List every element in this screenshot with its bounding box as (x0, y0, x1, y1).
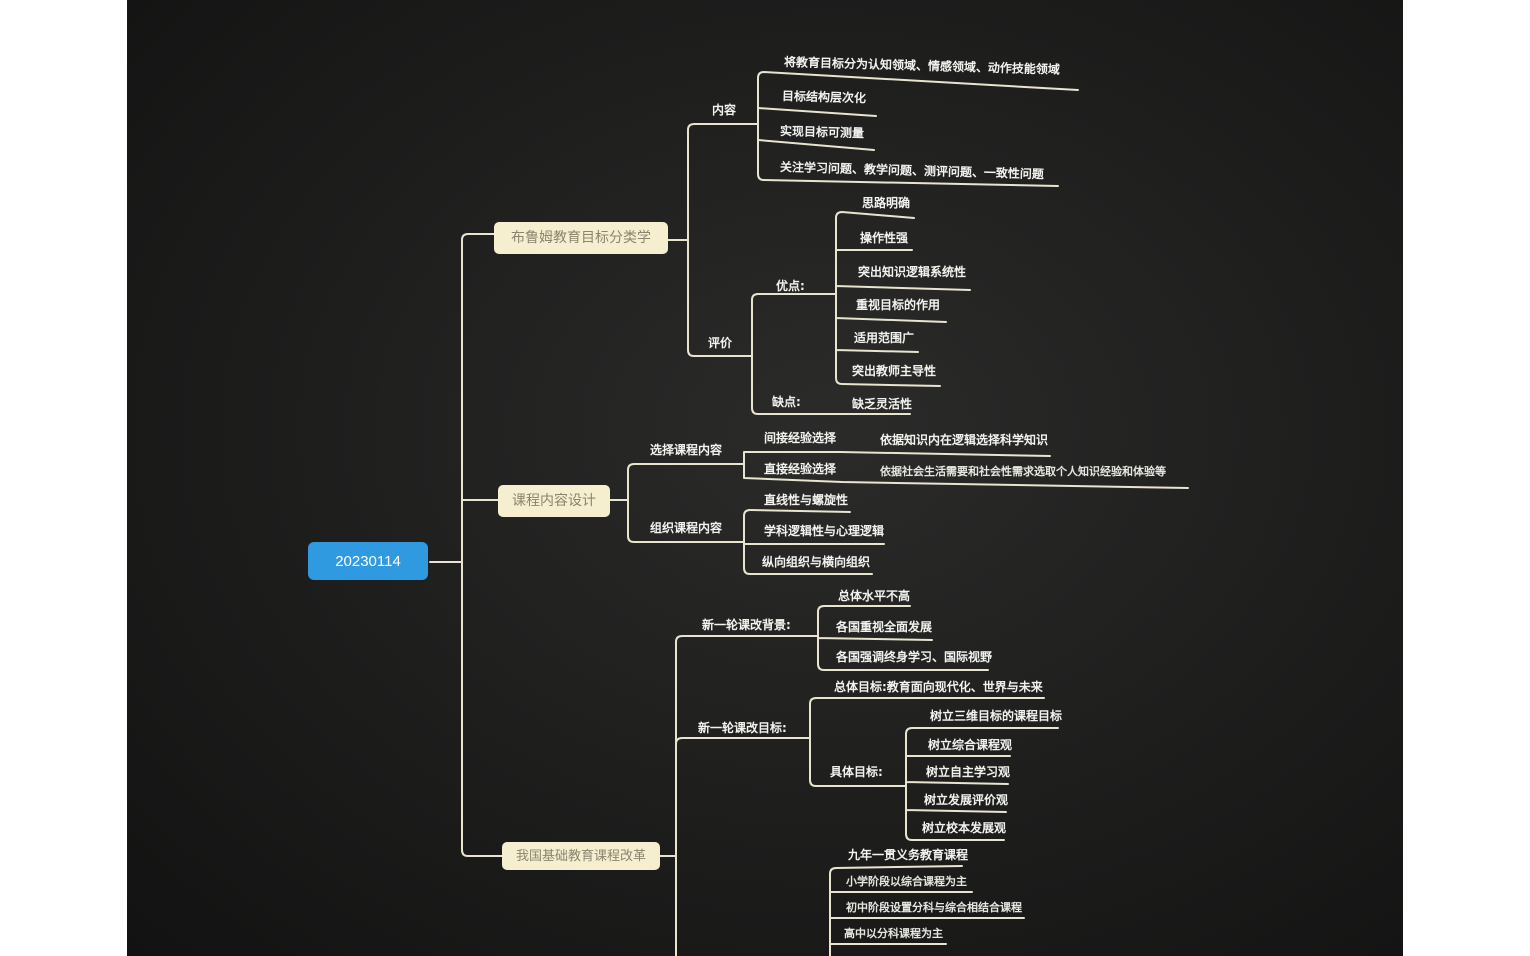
connector-structure (829, 865, 1025, 956)
connector-background (817, 605, 989, 671)
direct-experience-detail[interactable]: 依据社会生活需要和社会性需求选取个人知识经验和体验等 (880, 465, 1166, 478)
structure-item[interactable]: 小学阶段以综合课程为主 (846, 875, 967, 888)
pros-item[interactable]: 突出知识逻辑系统性 (858, 265, 967, 279)
connector-bloom-content (757, 71, 1079, 187)
structure-item[interactable]: 高中以分科课程为主 (844, 927, 943, 940)
specific-goal-item[interactable]: 树立自主学习观 (926, 765, 1011, 779)
bloom-eval-label[interactable]: 评价 (708, 336, 733, 350)
connector-specific (905, 727, 1059, 841)
specific-goal-item[interactable]: 树立综合课程观 (928, 738, 1013, 752)
organize-item[interactable]: 直线性与螺旋性 (764, 493, 849, 507)
pros-item[interactable]: 重视目标的作用 (856, 298, 941, 312)
specific-goal-item[interactable]: 树立发展评价观 (924, 793, 1009, 807)
overall-goal[interactable]: 总体目标:教育面向现代化、世界与未来 (834, 680, 1043, 694)
connector-bloom (667, 123, 759, 357)
organize-item[interactable]: 学科逻辑性与心理逻辑 (764, 524, 885, 538)
direct-experience[interactable]: 直接经验选择 (764, 462, 837, 476)
select-content-label[interactable]: 选择课程内容 (650, 443, 723, 457)
branch-curriculum-reform[interactable]: 我国基础教育课程改革 (502, 842, 660, 870)
pros-item[interactable]: 突出教师主导性 (852, 364, 937, 378)
indirect-experience-detail[interactable]: 依据知识内在逻辑选择科学知识 (880, 433, 1049, 447)
branch-course-design[interactable]: 课程内容设计 (498, 485, 610, 517)
cons-item[interactable]: 缺乏灵活性 (852, 397, 913, 411)
bloom-pros-label[interactable]: 优点: (776, 279, 805, 293)
bloom-content-label[interactable]: 内容 (712, 103, 737, 117)
connector-design (609, 463, 745, 543)
specific-goal-item[interactable]: 树立校本发展观 (922, 821, 1007, 835)
pros-item[interactable]: 适用范围广 (854, 331, 915, 345)
connector-reform (659, 635, 819, 956)
specific-goal-item[interactable]: 树立三维目标的课程目标 (930, 709, 1063, 723)
bloom-content-item[interactable]: 目标结构层次化 (781, 89, 867, 106)
organize-item[interactable]: 纵向组织与横向组织 (762, 555, 871, 569)
background-item[interactable]: 各国强调终身学习、国际视野 (836, 650, 993, 664)
connector-bloom-eval (751, 293, 837, 415)
connector-organize (743, 509, 885, 575)
connector-select (743, 451, 1189, 489)
structure-item[interactable]: 初中阶段设置分科与综合相结合课程 (846, 901, 1022, 914)
structure-item[interactable]: 九年一贯义务教育课程 (848, 848, 969, 862)
specific-goal-label[interactable]: 具体目标: (830, 765, 883, 779)
bloom-content-item[interactable]: 实现目标可测量 (779, 124, 865, 141)
connector-trunk (461, 233, 503, 857)
bloom-cons-label[interactable]: 缺点: (772, 395, 801, 409)
connector-goal (809, 697, 1045, 787)
pros-item[interactable]: 操作性强 (860, 231, 909, 245)
connector-pros (835, 211, 971, 387)
background-item[interactable]: 总体水平不高 (838, 589, 911, 603)
pros-item[interactable]: 思路明确 (862, 196, 911, 210)
branch-bloom[interactable]: 布鲁姆教育目标分类学 (494, 222, 668, 254)
root-node[interactable]: 20230114 (308, 542, 428, 580)
reform-goal-label[interactable]: 新一轮课改目标: (698, 721, 787, 735)
reform-background-label[interactable]: 新一轮课改背景: (702, 618, 791, 632)
background-item[interactable]: 各国重视全面发展 (836, 620, 933, 634)
organize-content-label[interactable]: 组织课程内容 (650, 521, 723, 535)
indirect-experience[interactable]: 间接经验选择 (764, 431, 837, 445)
